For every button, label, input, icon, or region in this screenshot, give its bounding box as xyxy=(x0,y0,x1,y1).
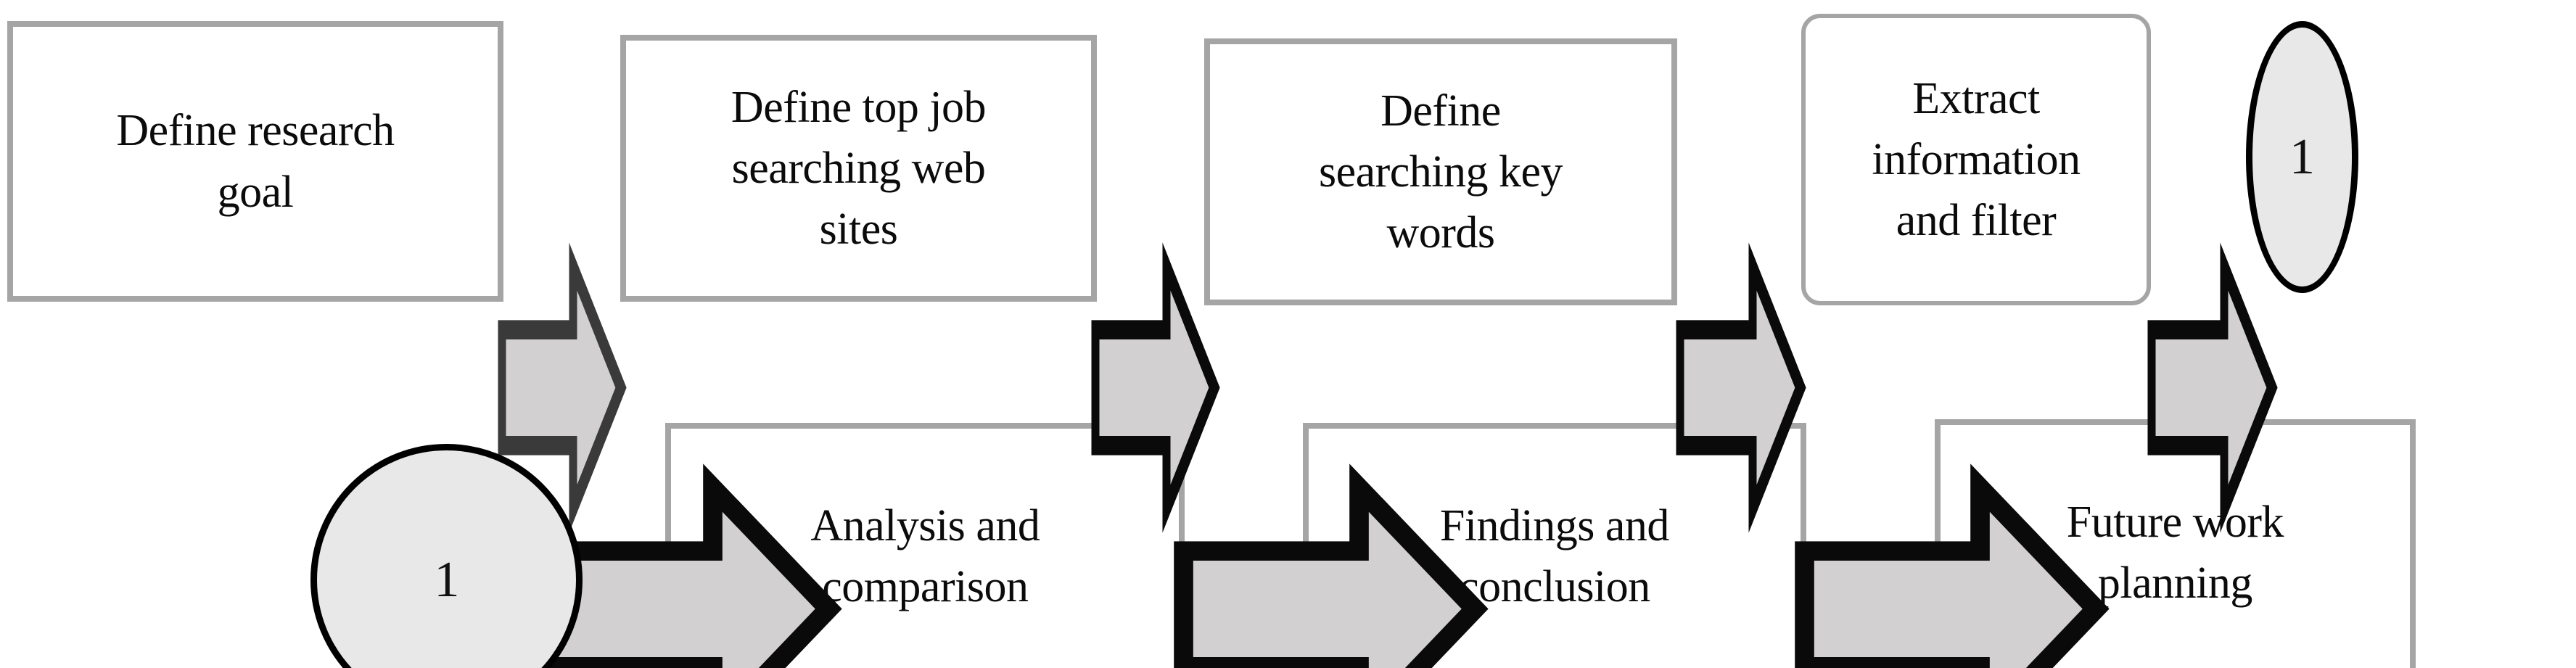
arrow-step1-to-step2 xyxy=(498,242,627,533)
process-box-extract-information-and-filter[interactable]: Extract information and filter xyxy=(1801,14,2151,306)
arrow-step2-to-step3 xyxy=(1091,242,1220,533)
process-box-label: Findings and conclusion xyxy=(1439,500,1670,612)
process-box-label: Analysis and comparison xyxy=(810,500,1040,612)
process-box-label: Extract information and filter xyxy=(1872,73,2081,246)
process-box-define-search-keywords[interactable]: Define searching key words xyxy=(1204,38,1677,306)
process-box-define-research-goal[interactable]: Define research goal xyxy=(7,21,503,302)
arrow-step5-to-step6 xyxy=(1173,463,1489,668)
arrow-step6-to-step7 xyxy=(1794,463,2110,668)
process-box-label: Future work planning xyxy=(2066,497,2284,609)
connector-circle-label: 1 xyxy=(2289,128,2315,185)
process-box-define-top-job-sites[interactable]: Define top job searching web sites xyxy=(620,35,1097,302)
process-box-label: Define searching key words xyxy=(1318,86,1563,258)
process-box-label: Define research goal xyxy=(116,106,395,217)
process-box-label: Define top job searching web sites xyxy=(731,82,987,255)
connector-circle-out[interactable]: 1 xyxy=(2246,21,2358,294)
arrow-step4-to-connector xyxy=(2147,242,2278,533)
arrow-connector-to-step5 xyxy=(527,463,842,668)
connector-circle-label: 1 xyxy=(434,551,460,608)
connector-circle-in[interactable]: 1 xyxy=(310,444,583,668)
arrow-step3-to-step4 xyxy=(1676,242,1806,533)
